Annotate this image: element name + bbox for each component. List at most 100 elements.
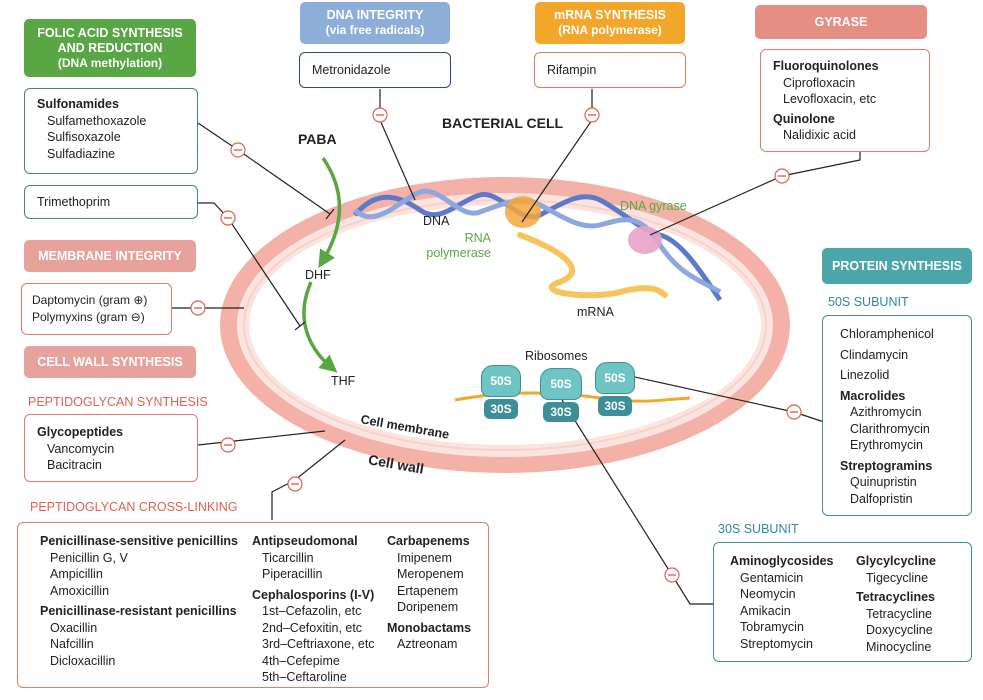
folic-acid-title: FOLIC ACID SYNTHESIS AND REDUCTION (37, 25, 183, 55)
class-title: Quinolone (773, 111, 835, 126)
drug-name: Streptomycin (740, 636, 813, 651)
sulfonamides-title: Sulfonamides (37, 97, 119, 111)
cell-wall-synthesis-header: CELL WALL SYNTHESIS (24, 346, 196, 378)
drug-name: Clarithromycin (850, 421, 930, 436)
drug-name: 1st–Cefazolin, etc (262, 604, 362, 618)
drug-name: Erythromycin (850, 438, 923, 452)
subunit-30s-col-tetracyclines: Glycylcycline Tigecycline Tetracyclines … (856, 553, 966, 661)
crosslinking-col-antipseudomonal: Antipseudomonal Ticarcillin Piperacillin… (252, 533, 387, 687)
class-title: Macrolides (840, 388, 906, 403)
drug-name: Amikacin (740, 603, 791, 618)
drug-name: Rifampin (547, 63, 597, 77)
ribosomes-label: Ribosomes (525, 349, 588, 363)
class-title: Penicillinase-resistant penicillins (40, 604, 237, 618)
drug-name: Amoxicillin (50, 583, 110, 598)
class-title: Aminoglycosides (730, 554, 834, 568)
sulfonamides-box: Sulfonamides Sulfamethoxazole Sulfisoxaz… (24, 88, 198, 174)
membrane-integrity-title: MEMBRANE INTEGRITY (38, 248, 182, 263)
gyrase-box: Fluoroquinolones Ciprofloxacin Levofloxa… (760, 49, 930, 152)
trimethoprim-box: Trimethoprim (24, 185, 198, 219)
subunit-30s-col-aminoglycosides: Aminoglycosides Gentamicin Neomycin Amik… (730, 553, 856, 661)
rifampin-box: Rifampin (534, 52, 686, 88)
mrna-strand (517, 232, 668, 299)
drug-name: Meropenem (397, 567, 464, 581)
dhf-label: DHF (305, 268, 331, 282)
subunit-50s-label: 50S SUBUNIT (828, 295, 909, 309)
drug-name: Tobramycin (740, 620, 804, 634)
drug-name: 4th–Cefepime (262, 653, 340, 668)
ribosome-3: 50S 30S (595, 362, 635, 420)
bacterial-cell-label: BACTERIAL CELL (442, 115, 564, 131)
drug-name: Sulfamethoxazole (47, 113, 147, 128)
class-title: Monobactams (387, 620, 472, 635)
gyrase-title: GYRASE (814, 14, 868, 29)
glycopeptides-title: Glycopeptides (37, 425, 124, 439)
subunit-30s-box: Aminoglycosides Gentamicin Neomycin Amik… (713, 542, 972, 662)
mrna-synthesis-header: mRNA SYNTHESIS (RNA polymerase) (535, 2, 685, 44)
peptidoglycan-crosslinking-label: PEPTIDOGLYCAN CROSS-LINKING (30, 500, 238, 514)
drug-name: Nafcillin (50, 637, 94, 651)
drug-name: Nalidixic acid (783, 128, 856, 142)
drug-name: Azithromycin (850, 405, 922, 419)
ribosome-50s-label: 50S (481, 365, 521, 397)
class-title: Carbapenems (387, 534, 470, 548)
membrane-box: Daptomycin (gram ⊕) Polymyxins (gram ⊖) (21, 283, 172, 335)
drug-name: Ertapenem (397, 583, 459, 598)
dna-integrity-header: DNA INTEGRITY (via free radicals) (300, 2, 450, 44)
drug-name: Imipenem (397, 550, 452, 565)
mrna-label: mRNA (577, 305, 614, 319)
dna-gyrase-shape (628, 226, 662, 254)
drug-name: Levofloxacin, etc (783, 92, 877, 106)
peptidoglycan-synthesis-label: PEPTIDOGLYCAN SYNTHESIS (28, 395, 208, 409)
drug-name: Sulfisoxazole (47, 130, 121, 144)
mrna-synthesis-subtitle: (RNA polymerase) (558, 23, 662, 37)
crosslinking-col-carbapenems: Carbapenems Imipenem Meropenem Ertapenem… (387, 533, 487, 687)
crosslinking-box: Penicillinase-sensitive penicillins Peni… (17, 522, 489, 688)
class-title: Penicillinase-sensitive penicillins (40, 534, 238, 548)
ribosome-30s-label: 30S (484, 399, 518, 419)
drug-name: Vancomycin (47, 441, 115, 456)
drug-name: Clindamycin (840, 347, 909, 362)
drug-name: Ampicillin (50, 567, 103, 581)
gyrase-header: GYRASE (755, 5, 927, 39)
protein-synthesis-title: PROTEIN SYNTHESIS (832, 258, 962, 273)
dna-integrity-subtitle: (via free radicals) (325, 23, 425, 37)
class-title: Fluoroquinolones (773, 59, 879, 73)
drug-name: 2nd–Cefoxitin, etc (262, 620, 363, 635)
drug-name: Daptomycin (gram ⊕) (32, 293, 148, 307)
subunit-30s-label: 30S SUBUNIT (718, 522, 799, 536)
drug-name: Metronidazole (312, 63, 391, 77)
drug-name: Tetracycline (866, 606, 932, 621)
drug-name: Dicloxacillin (50, 653, 116, 668)
drug-name: Trimethoprim (37, 195, 111, 209)
drug-name: Dalfopristin (850, 491, 913, 506)
class-title: Cephalosporins (I-V) (252, 587, 375, 602)
folic-acid-header: FOLIC ACID SYNTHESIS AND REDUCTION (DNA … (24, 19, 196, 77)
cell-wall-synthesis-title: CELL WALL SYNTHESIS (37, 354, 183, 369)
drug-name: Chloramphenicol (840, 327, 934, 341)
drug-name: Piperacillin (262, 567, 323, 581)
ribosome-50s-label: 50S (595, 362, 635, 394)
drug-name: Neomycin (740, 587, 796, 601)
class-title: Glycylcycline (856, 554, 936, 568)
crosslinking-col-penicillins: Penicillinase-sensitive penicillins Peni… (40, 533, 252, 687)
ribosome-50s-label: 50S (540, 368, 582, 400)
folic-acid-subtitle: (DNA methylation) (57, 55, 163, 70)
drug-name: Bacitracin (47, 458, 102, 472)
ribosome-30s-label: 30S (598, 396, 632, 416)
dna-integrity-title: DNA INTEGRITY (326, 8, 424, 22)
dna-gyrase-label: DNA gyrase (620, 199, 687, 213)
mrna-synthesis-title: mRNA SYNTHESIS (553, 8, 667, 22)
membrane-integrity-header: MEMBRANE INTEGRITY (24, 240, 196, 272)
drug-name: Minocycline (866, 639, 932, 654)
drug-name: Quinupristin (850, 475, 917, 489)
drug-name: Doxycycline (866, 623, 933, 637)
protein-synthesis-header: PROTEIN SYNTHESIS (822, 248, 972, 284)
ribosome-2: 50S 30S (540, 368, 582, 426)
paba-label: PABA (298, 131, 337, 147)
drug-name: Penicillin G, V (50, 550, 128, 565)
drug-name: Ticarcillin (262, 550, 314, 565)
drug-name: Gentamicin (740, 570, 804, 585)
drug-name: Doripenem (397, 600, 459, 614)
metronidazole-box: Metronidazole (299, 52, 451, 88)
